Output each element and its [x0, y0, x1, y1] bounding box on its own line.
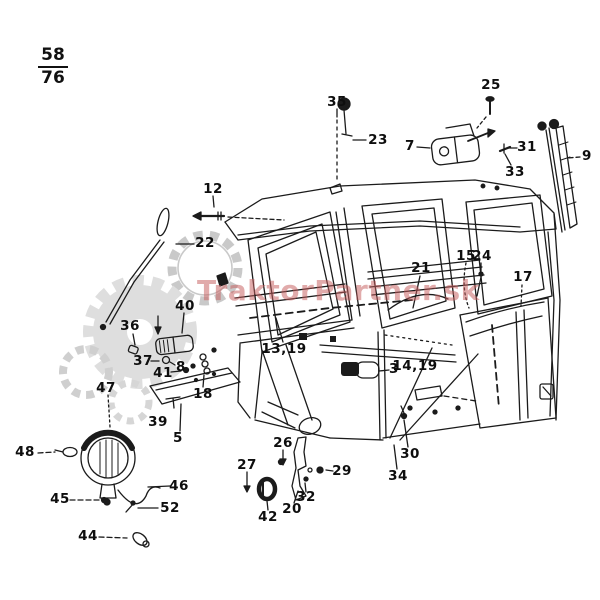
callout-20: 20 [282, 501, 302, 517]
callout-9: 9 [582, 148, 592, 164]
callout-22: 22 [195, 235, 215, 251]
callout-12: 12 [203, 181, 223, 197]
gear-watermark [59, 230, 243, 425]
callout-3: 3 [389, 361, 399, 377]
callout-30: 30 [400, 446, 420, 462]
callout-32: 32 [296, 489, 316, 505]
callout-44: 44 [78, 528, 98, 544]
callout-47: 47 [96, 380, 116, 396]
callout-17: 17 [513, 269, 533, 285]
callout-23: 23 [368, 132, 388, 148]
page-number-denominator: 76 [41, 67, 65, 88]
callout-5: 5 [173, 430, 183, 446]
callout-24: 24 [472, 248, 492, 264]
callout-45: 45 [50, 491, 70, 507]
callout-7: 7 [405, 138, 415, 154]
callout-37: 37 [133, 353, 153, 369]
callout-29: 29 [332, 463, 352, 479]
callout-26: 26 [273, 435, 293, 451]
callout-14-19: 14,19 [392, 358, 438, 374]
callout-25: 25 [481, 77, 501, 93]
page-number-numerator: 58 [41, 45, 65, 65]
fraction-line [38, 65, 68, 68]
callout-42: 42 [258, 509, 278, 525]
callout-39: 39 [148, 414, 168, 430]
callout-15: 15 [456, 248, 476, 264]
callout-21: 21 [411, 260, 431, 276]
callout-33: 33 [505, 164, 525, 180]
callout-34: 34 [388, 468, 408, 484]
callout-41: 41 [153, 365, 173, 381]
callout-13-19: 13,19 [261, 341, 307, 357]
callout-27: 27 [237, 457, 257, 473]
callout-48: 48 [15, 444, 35, 460]
callout-18: 18 [193, 386, 213, 402]
callout-31: 31 [517, 139, 537, 155]
callout-8: 8 [176, 359, 186, 375]
page-number: 58 76 [36, 46, 70, 87]
callout-52: 52 [160, 500, 180, 516]
callout-40: 40 [175, 298, 195, 314]
callout-35: 35 [327, 94, 347, 110]
callout-36: 36 [120, 318, 140, 334]
callout-46: 46 [169, 478, 189, 494]
